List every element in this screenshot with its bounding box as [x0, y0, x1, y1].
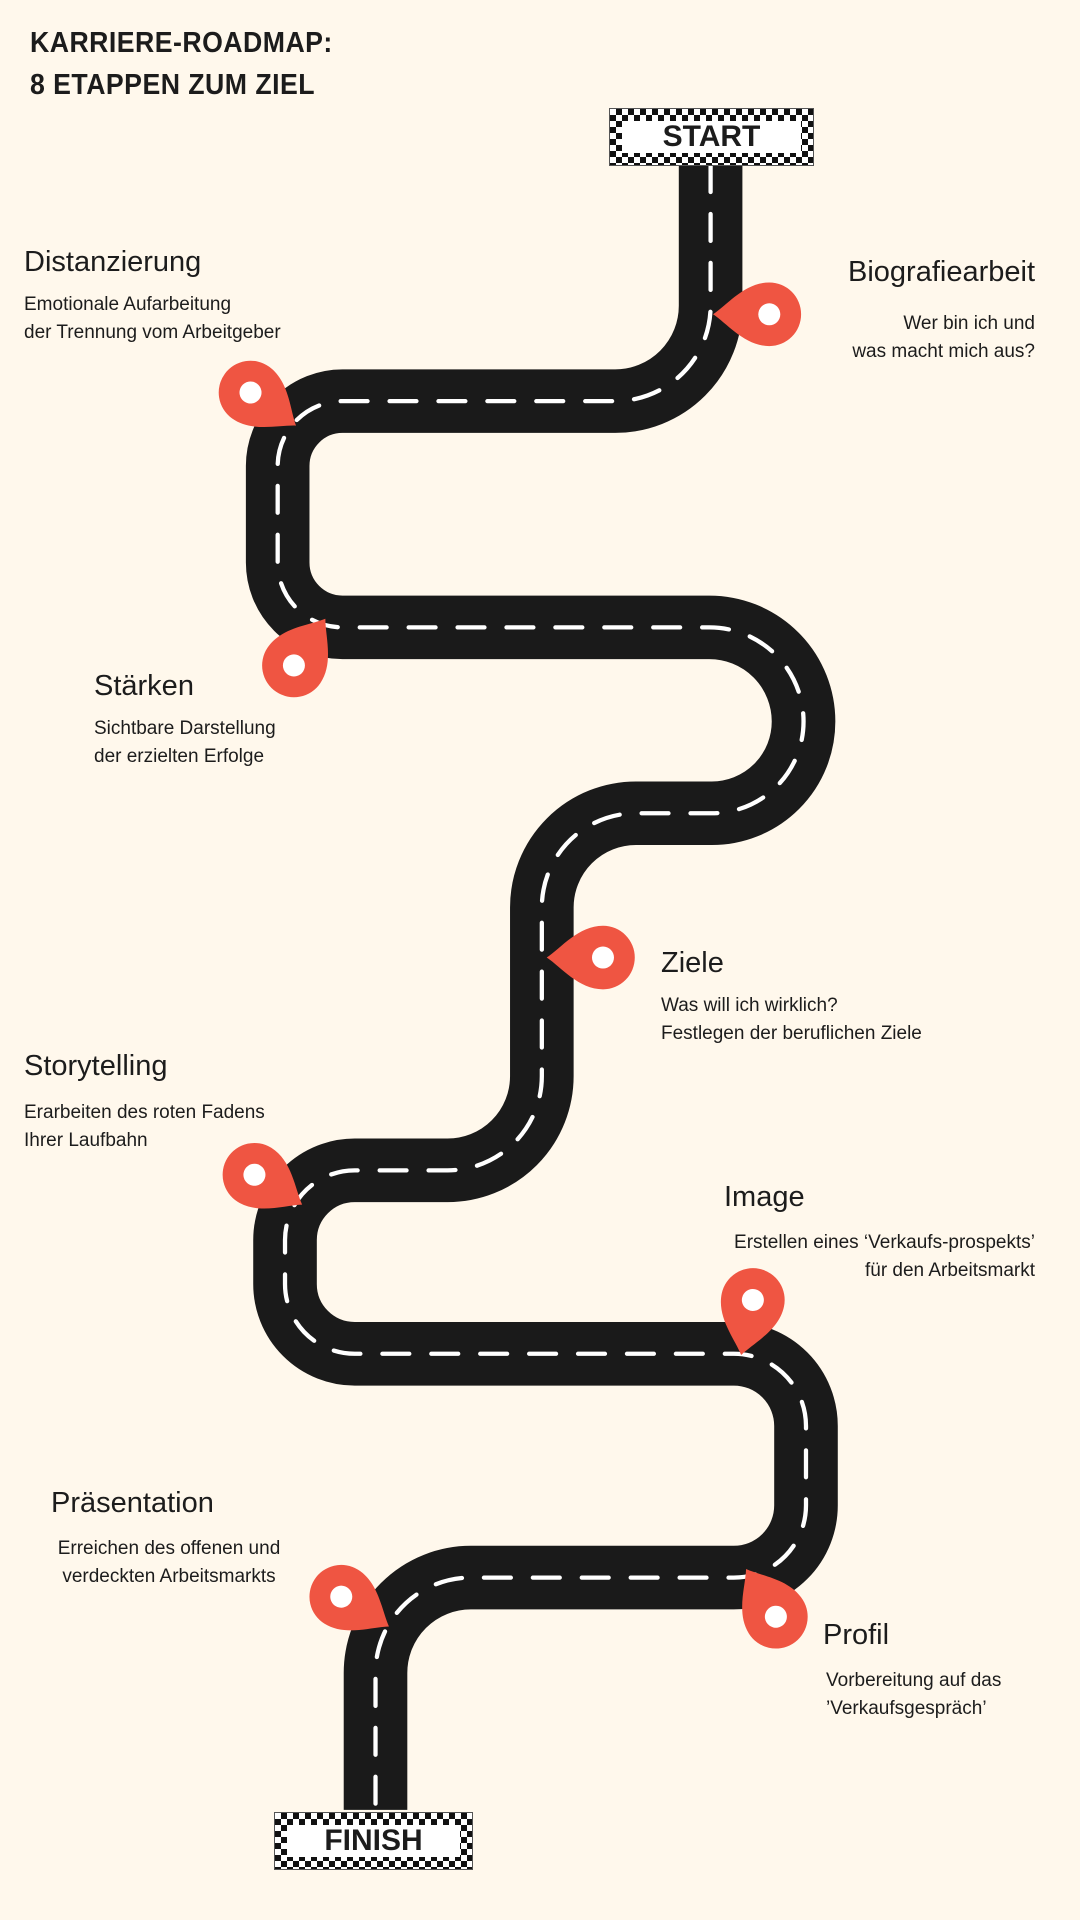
- stage-desc-line: was macht mich aus?: [852, 341, 1035, 362]
- finish-label: FINISH: [287, 1824, 460, 1857]
- stage-title: Distanzierung: [24, 246, 202, 278]
- stage-desc-line: Vorbereitung auf das: [826, 1670, 1002, 1691]
- stage-title: Präsentation: [51, 1487, 214, 1519]
- stage-desc-line: Ihrer Laufbahn: [24, 1130, 148, 1151]
- stage-desc-line: Was will ich wirklich?: [661, 995, 838, 1016]
- stage-title: Profil: [823, 1619, 890, 1651]
- map-pin-icon: [713, 282, 802, 347]
- stage-desc-line: Erreichen des offenen und: [57, 1538, 281, 1559]
- stage-profil: Profil Vorbereitung auf das ’Verkaufsgesp…: [823, 1617, 1001, 1723]
- finish-sign: FINISH: [274, 1812, 473, 1870]
- stage-ziele: Ziele Was will ich wirklich? Festlegen de…: [661, 945, 922, 1048]
- stage-image: Image Erstellen eines ‘Verkaufs-prospekt…: [724, 1179, 1035, 1285]
- stage-praesentation: Präsentation Erreichen des offenen und ve…: [51, 1485, 287, 1591]
- stage-title: Stärken: [94, 670, 194, 702]
- stage-desc-line: Emotionale Aufarbeitung: [24, 294, 232, 315]
- start-label: START: [622, 120, 801, 153]
- stage-desc-line: Festlegen der beruflichen Ziele: [661, 1023, 922, 1044]
- map-pin-icon: [720, 1268, 785, 1356]
- map-pin-icon: [309, 1564, 389, 1631]
- map-pin-icon: [262, 618, 329, 698]
- stage-desc-line: der erzielten Erfolge: [94, 746, 265, 767]
- stage-desc-line: der Trennung vom Arbeitgeber: [24, 322, 281, 343]
- stage-desc-line: ’Verkaufsgespräch’: [826, 1698, 987, 1719]
- stage-desc-line: Wer bin ich und: [903, 313, 1035, 334]
- title-line-1: KARRIERE-ROADMAP:: [30, 27, 333, 59]
- start-sign: START: [609, 108, 814, 166]
- page-title: KARRIERE-ROADMAP: 8 ETAPPEN ZUM ZIEL: [30, 22, 333, 106]
- stage-title: Storytelling: [24, 1050, 168, 1082]
- stage-title: Biografiearbeit: [848, 256, 1035, 288]
- stage-biografiearbeit: Biografiearbeit Wer bin ich und was macht…: [848, 254, 1035, 366]
- stage-title: Ziele: [661, 947, 724, 979]
- map-pin-icon: [546, 925, 635, 990]
- stage-desc-line: Sichtbare Darstellung: [94, 718, 276, 739]
- stage-title: Image: [724, 1181, 805, 1213]
- road-lane-markings: [275, 162, 809, 1813]
- title-line-2: 8 ETAPPEN ZUM ZIEL: [30, 69, 315, 101]
- stage-desc-line: Erstellen eines ‘Verkaufs-prospekts’: [734, 1232, 1035, 1253]
- stage-distanzierung: Distanzierung Emotionale Aufarbeitung der…: [24, 244, 281, 347]
- stage-desc-line: Erarbeiten des roten Fadens: [24, 1102, 265, 1123]
- map-pin-icon: [222, 1142, 303, 1209]
- stage-staerken: Stärken Sichtbare Darstellung der erzielt…: [94, 668, 276, 771]
- stage-storytelling: Storytelling Erarbeiten des roten Fadens…: [24, 1048, 265, 1155]
- stage-desc-line: verdeckten Arbeitsmarkts: [62, 1566, 276, 1587]
- map-pin-icon: [742, 1569, 808, 1649]
- stage-desc-line: für den Arbeitsmarkt: [864, 1260, 1035, 1281]
- map-pin-icon: [218, 360, 297, 427]
